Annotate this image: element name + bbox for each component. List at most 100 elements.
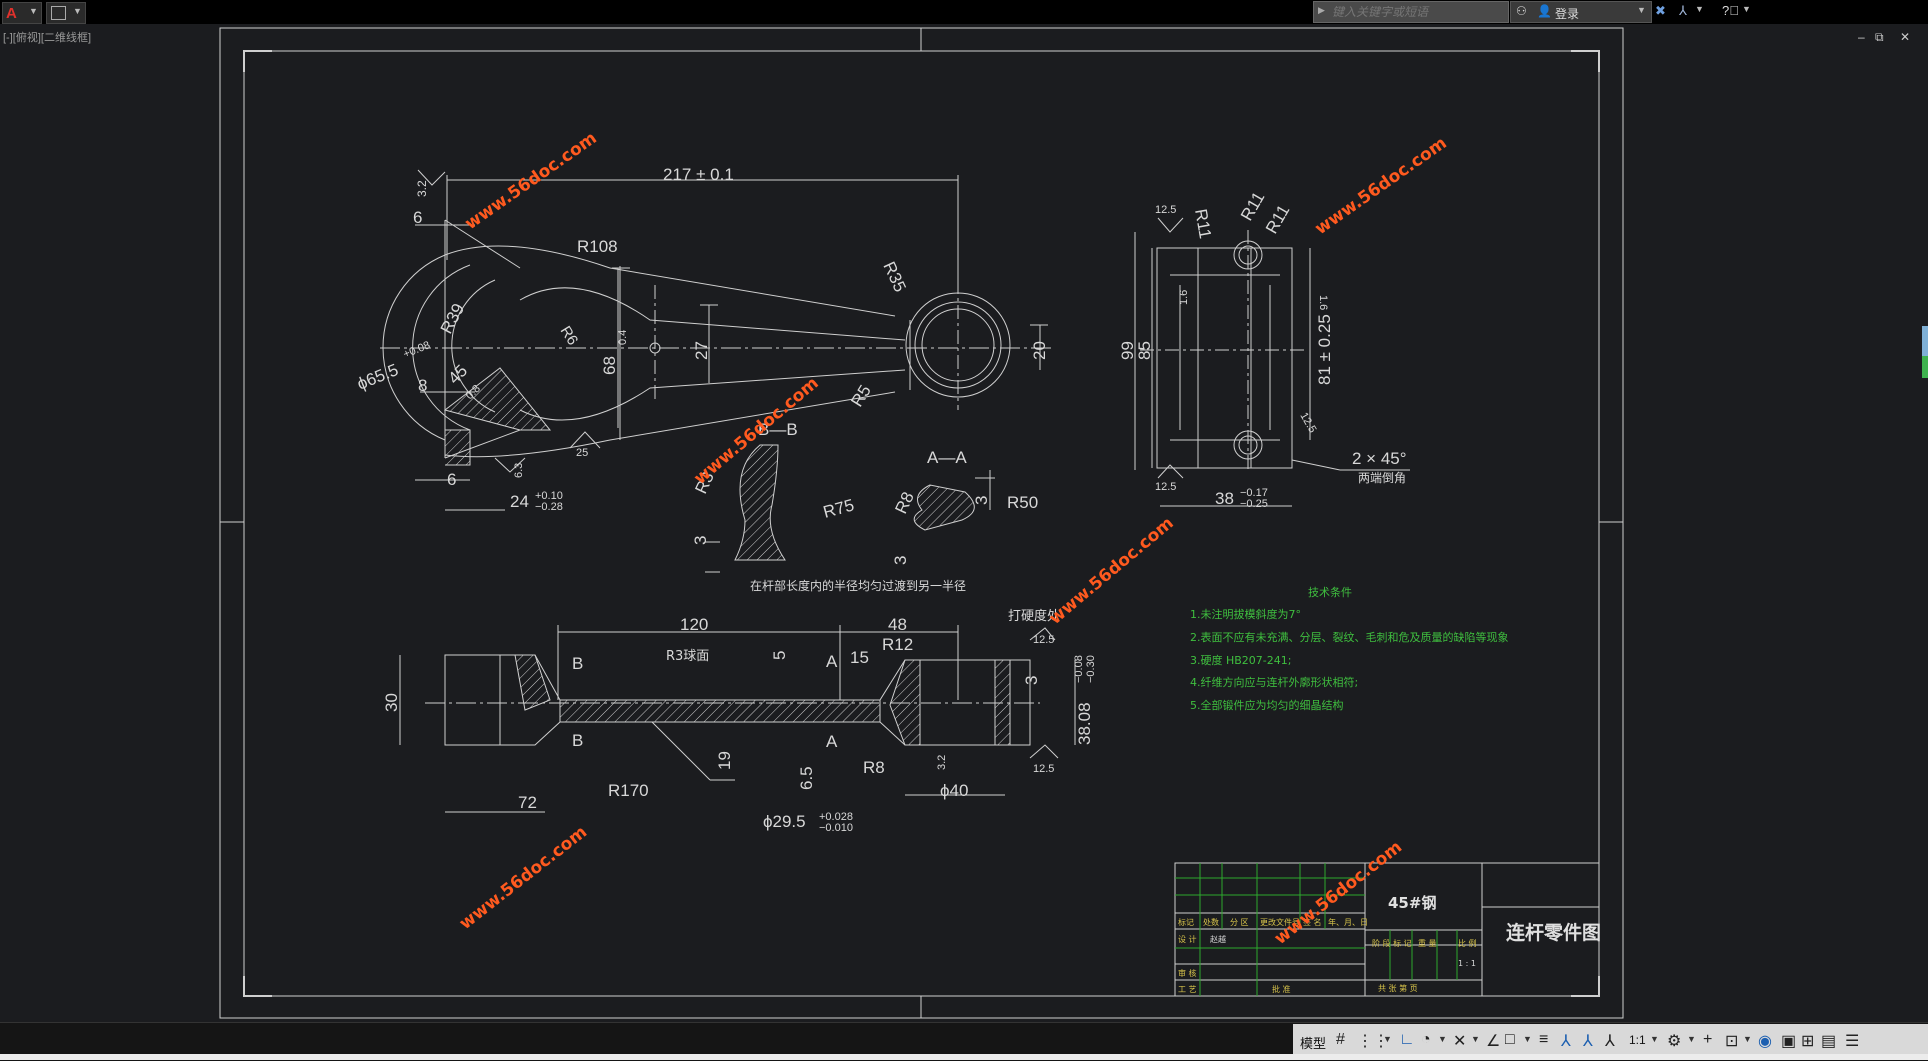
watermark: www.56doc.com	[1311, 133, 1450, 239]
viewport-controls-label[interactable]: [-][俯视][二维线框]	[3, 32, 91, 44]
chevron-down-icon[interactable]: ▼	[1695, 4, 1704, 14]
chevron-down-icon[interactable]: ▼	[1523, 1034, 1532, 1044]
tech-item: 2.表面不应有未充满、分层、裂纹、毛刺和危及质量的缺陷等现象	[1190, 630, 1509, 644]
dim-120: 120	[680, 615, 708, 634]
dim-38-08-up: −0.08	[1073, 655, 1085, 683]
dim-3b: 3	[972, 496, 991, 505]
chevron-down-icon[interactable]: ▼	[1471, 1034, 1480, 1044]
dim-r35: R35	[879, 259, 909, 295]
roughness-1-6a: 1.6	[1178, 290, 1190, 305]
grid-icon[interactable]: #	[1336, 1031, 1345, 1048]
chevron-down-icon[interactable]: ▼	[1687, 1034, 1696, 1044]
autocad-logo-icon: A	[6, 5, 17, 22]
isodraft-icon[interactable]: ✕	[1453, 1033, 1467, 1050]
technical-requirements: 技术条件 1.未注明拔模斜度为7° 2.表面不应有未充满、分层、裂纹、毛刺和危及…	[1190, 585, 1509, 712]
status-bar-bottom	[0, 1054, 1928, 1060]
clean-screen-icon[interactable]: ⊞	[1801, 1033, 1815, 1050]
dim-72: 72	[518, 793, 537, 812]
tb-label: 阶 段 标 记	[1372, 938, 1412, 948]
title-block-grid	[1175, 863, 1458, 996]
chevron-down-icon[interactable]: ▼	[1743, 1034, 1752, 1044]
object-snap-tracking-icon[interactable]: ∠	[1486, 1033, 1501, 1050]
dim-38-dn: −0.25	[1240, 498, 1268, 510]
object-snap-icon[interactable]: □	[1505, 1031, 1515, 1048]
ortho-icon[interactable]: ∟	[1399, 1031, 1415, 1048]
label-b-bottom: B	[572, 731, 583, 750]
search-box[interactable]: ▶	[1313, 1, 1509, 23]
dim-3a: 3	[691, 536, 710, 545]
auto-scale-icon[interactable]: ⅄	[1605, 1033, 1615, 1050]
dim-15: 15	[850, 648, 869, 667]
scroll-indicator[interactable]	[1922, 326, 1928, 376]
bottom-view	[399, 625, 1076, 813]
label-a-bottom: A	[826, 732, 838, 751]
close-icon[interactable]: ✕	[1900, 30, 1911, 44]
polar-tracking-icon[interactable]: ◔	[1421, 1031, 1431, 1048]
dim-8: 8	[418, 376, 427, 395]
search-input[interactable]	[1330, 3, 1506, 21]
login-area[interactable]: ⚇ 👤 登录 ▼	[1510, 1, 1652, 23]
chevron-down-icon: ▼	[73, 6, 82, 16]
roughness-6-3: 6.3	[513, 463, 525, 478]
lineweight-icon[interactable]: ≡	[1539, 1031, 1549, 1048]
chevron-down-icon: ▼	[29, 6, 38, 16]
expand-arrow-icon[interactable]: ▶	[1318, 5, 1325, 15]
binoculars-icon[interactable]: ⚇	[1516, 4, 1527, 18]
application-menu-button[interactable]: A ▼	[2, 2, 42, 24]
autodesk-account-icon[interactable]: ⅄	[1679, 3, 1687, 18]
snap-grid-icon[interactable]: ⋮⋮	[1357, 1033, 1389, 1050]
tech-item: 1.未注明拔模斜度为7°	[1190, 607, 1301, 621]
chevron-down-icon[interactable]: ▼	[1438, 1034, 1447, 1044]
add-icon[interactable]: +	[1703, 1031, 1713, 1048]
tb-label: 审 核	[1178, 968, 1197, 978]
dim-length: 217 ± 0.1	[663, 165, 734, 184]
help-icon[interactable]: ?⃝	[1722, 3, 1739, 18]
scroll-indicator-active[interactable]	[1922, 356, 1928, 378]
annotation-scale-icon[interactable]: ⅄	[1561, 1033, 1571, 1050]
roughness-12-5b: 12.5	[1297, 411, 1318, 436]
title-bar: A ▼ ▼ ▶ ⚇ 👤 登录 ▼ ✖ ⅄ ▼ ?⃝ ▼	[0, 0, 1928, 24]
dim-phi65-tol: +0.08	[402, 339, 432, 361]
dim-r5: R5	[847, 382, 875, 411]
chevron-down-icon[interactable]: ▼	[1383, 1034, 1392, 1044]
properties-icon[interactable]: ▤	[1821, 1033, 1837, 1050]
dim-38: 38	[1215, 489, 1234, 508]
dim-85: 85	[1135, 341, 1154, 360]
customization-menu-icon[interactable]: ☰	[1845, 1033, 1860, 1050]
quick-access-toolbar-button[interactable]: ▼	[46, 2, 86, 24]
dim-r8b: R8	[863, 758, 885, 777]
hardware-acceleration-icon[interactable]: ▣	[1781, 1033, 1797, 1050]
tb-label: 共 张 第 页	[1378, 983, 1418, 993]
tb-label: 设 计	[1178, 934, 1197, 944]
dim-24-dn: −0.28	[535, 501, 563, 513]
section-bb-label: B—B	[758, 420, 798, 439]
exchange-icon[interactable]: ✖	[1655, 3, 1666, 18]
chevron-down-icon[interactable]: ▼	[1650, 1034, 1659, 1044]
tb-label: 分 区	[1230, 918, 1249, 927]
minimize-icon[interactable]: –	[1858, 30, 1865, 44]
chevron-down-icon[interactable]: ▼	[1742, 4, 1751, 14]
chevron-down-icon[interactable]: ▼	[1637, 5, 1646, 15]
workspace-icon[interactable]: ⊡	[1725, 1033, 1739, 1050]
scale-dropdown[interactable]: 1:1	[1629, 1033, 1646, 1047]
watermark: www.56doc.com	[461, 128, 600, 234]
document-icon	[51, 6, 66, 20]
roughness-3-2b: 3.2	[936, 755, 948, 770]
model-space-button[interactable]: 模型	[1300, 1036, 1327, 1051]
note-rod-radius: 在杆部长度内的半径均匀过渡到另一半径	[750, 578, 966, 593]
designer-name: 赵越	[1210, 934, 1226, 944]
section-bb	[705, 444, 786, 573]
dim-6-5: 6.5	[797, 766, 816, 790]
tech-item: 5.全部锻件应为均匀的细晶结构	[1190, 698, 1344, 712]
restore-icon[interactable]: ⧉	[1875, 30, 1884, 44]
dim-5: 5	[770, 651, 789, 660]
dim-r6: R6	[557, 323, 582, 348]
annotation-visibility-icon[interactable]: ⅄	[1583, 1033, 1593, 1050]
label-a-top: A	[826, 652, 838, 671]
isolate-objects-icon[interactable]: ◉	[1758, 1033, 1772, 1050]
roughness-12-5d: 12.5	[1033, 634, 1054, 646]
tb-label: 处数	[1203, 917, 1219, 927]
gear-icon[interactable]: ⚙	[1667, 1033, 1682, 1050]
login-label[interactable]: 登录	[1555, 7, 1580, 21]
